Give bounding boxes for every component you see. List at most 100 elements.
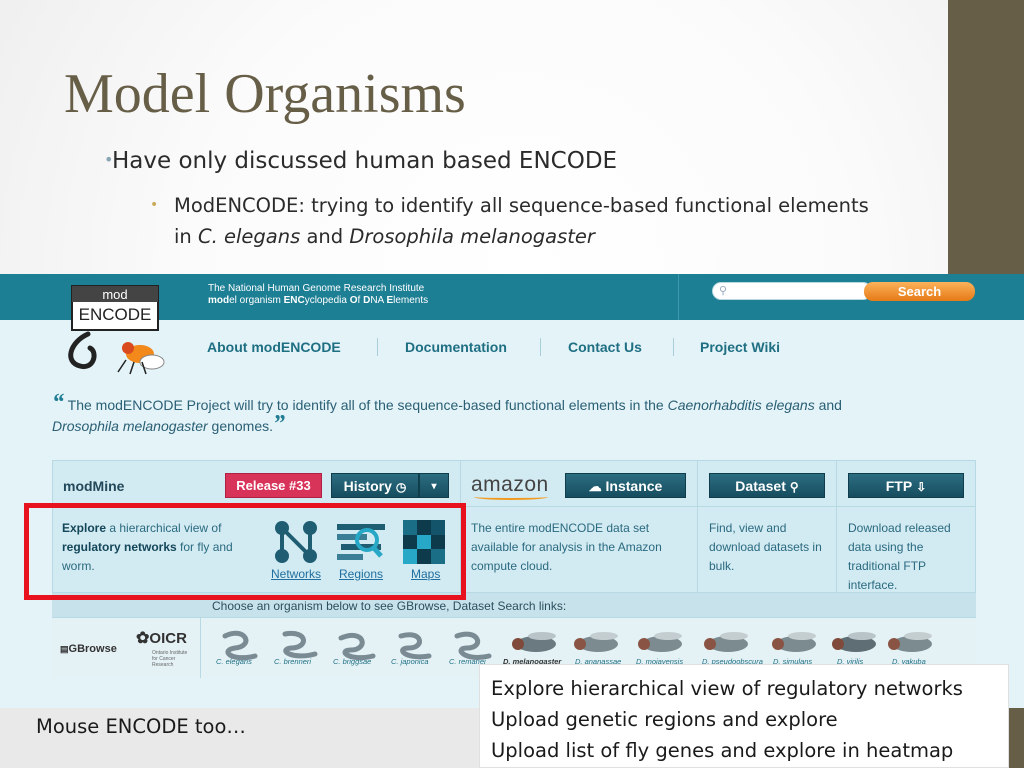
modencode-logo[interactable]: mod ENCODE (60, 282, 170, 378)
highlight-box (24, 503, 466, 600)
logo-bottom-text: ENCODE (79, 305, 152, 324)
amazon-logo: amazon (471, 473, 549, 496)
bottom-strip (0, 708, 479, 768)
oicr-flower-icon: ✿ (136, 630, 150, 647)
mouse-encode-note: Mouse ENCODE too… (36, 715, 246, 738)
header-text: el organism (229, 295, 284, 306)
callout-line: Upload genetic regions and explore (491, 708, 838, 731)
fly-icon[interactable] (568, 626, 628, 666)
worm-icon[interactable] (331, 626, 391, 666)
header-text: f (357, 295, 364, 306)
instance-button[interactable]: ☁ Instance (565, 473, 686, 498)
download-icon: ⇩ (916, 480, 927, 494)
oicr-subtitle: Ontario Institute for Cancer Research (152, 650, 188, 668)
organism-label[interactable]: C. brenneri (274, 657, 312, 666)
site-header-line2: model organism ENCyclopedia Of DNA Eleme… (208, 295, 428, 307)
quote-open-mark: “ (52, 390, 64, 416)
networks-icon[interactable] (272, 520, 320, 564)
worm-icon[interactable] (215, 626, 275, 666)
dataset-description: Find, view and download datasets in bulk… (709, 521, 822, 573)
fly-icon[interactable] (826, 626, 886, 666)
organism-label[interactable]: D. simulans (773, 657, 813, 666)
organism-label[interactable]: D. mojavensis (636, 657, 684, 666)
panel-header-divider (52, 506, 976, 507)
bullet-dot-icon: • (150, 197, 159, 213)
bullet-dot-icon: • (104, 150, 114, 169)
chevron-down-icon: ▾ (431, 481, 437, 492)
fly-icon[interactable] (506, 626, 566, 666)
regions-icon[interactable] (337, 520, 385, 564)
panel-column-divider (836, 460, 837, 592)
ftp-button[interactable]: FTP⇩ (848, 473, 964, 498)
organism-label[interactable]: D. virilis (837, 657, 864, 666)
worm-icon[interactable] (273, 626, 333, 666)
organism-name: C. elegans (197, 225, 301, 248)
header-divider (678, 274, 679, 320)
explore-description: Explore a hierarchical view of regulator… (62, 519, 262, 576)
organism-label[interactable]: D. ananassae (575, 657, 622, 666)
nav-documentation[interactable]: Documentation (405, 339, 507, 355)
callout-line: Explore hierarchical view of regulatory … (491, 677, 963, 700)
quote-close-mark: ” (273, 411, 286, 437)
ftp-description: Download released data using the traditi… (848, 521, 951, 592)
search-icon: ⚲ (719, 285, 728, 297)
organism-name: Drosophila melanogaster (349, 225, 595, 248)
bullet-level1-text: Have only discussed human based ENCODE (112, 148, 618, 174)
gbrowse-logo[interactable]: ▤GBrowse (60, 643, 117, 655)
organism-label[interactable]: C. elegans (216, 657, 252, 666)
nav-separator (377, 338, 378, 356)
ftp-label: FTP (885, 478, 913, 494)
quote-text: genomes. (207, 418, 274, 434)
explore-text: for fly and worm. (62, 540, 233, 573)
fly-icon[interactable] (698, 626, 758, 666)
organism-label[interactable]: C. remanei (449, 657, 486, 666)
fly-icon[interactable] (632, 626, 692, 666)
networks-link[interactable]: Networks (271, 567, 322, 581)
worm-icon[interactable] (447, 626, 507, 666)
organism-label[interactable]: D. pseudoobscura (702, 657, 763, 666)
bullet-level2: • ModENCODE: trying to identify all seque… (150, 190, 874, 252)
oicr-label: OICR (149, 630, 187, 647)
callout-box: Explore hierarchical view of regulatory … (479, 664, 1009, 768)
maps-link[interactable]: Maps (411, 567, 441, 581)
site-header-line1: The National Human Genome Research Insti… (208, 283, 425, 294)
organism-label[interactable]: D. melanogaster (503, 657, 562, 666)
search-input[interactable]: ⚲ (712, 282, 872, 300)
nav-separator (540, 338, 541, 356)
organism-label[interactable]: C. japonica (391, 657, 429, 666)
dataset-label: Dataset (735, 478, 786, 494)
instance-label: Instance (605, 478, 663, 494)
cloud-icon: ☁ (588, 479, 602, 494)
organism-label[interactable]: D. yakuba (892, 657, 926, 666)
explore-bold: Explore (62, 521, 107, 535)
callout-line: Upload list of fly genes and explore in … (491, 739, 954, 762)
oicr-logo: ✿OICR (136, 628, 187, 648)
heatmap-icon[interactable] (403, 520, 445, 564)
gbrowse-label: GBrowse (68, 643, 117, 655)
history-button[interactable]: History◷ (331, 473, 419, 498)
explore-text: a hierarchical view of (106, 521, 222, 535)
worm-icon[interactable] (389, 626, 449, 666)
header-text: yclopedia (304, 295, 350, 306)
bullet-level2-and: and (300, 225, 350, 248)
history-dropdown-button[interactable]: ▾ (419, 473, 449, 498)
search-icon: ⚲ (789, 480, 799, 494)
amazon-smile-icon (474, 494, 548, 500)
header-bold: ENC (283, 295, 305, 306)
nav-contact[interactable]: Contact Us (568, 339, 642, 355)
fly-icon[interactable] (882, 626, 942, 666)
header-bold: mod (208, 295, 230, 306)
header-text: lements (393, 295, 429, 306)
dataset-button[interactable]: Dataset⚲ (709, 473, 825, 498)
header-bold: O (349, 295, 358, 306)
nav-about[interactable]: About modENCODE (207, 339, 341, 355)
clock-icon: ◷ (395, 480, 407, 494)
regions-link[interactable]: Regions (339, 567, 384, 581)
nav-project-wiki[interactable]: Project Wiki (700, 339, 781, 355)
bullet-level2-text: ModENCODE: trying to identify all sequen… (174, 194, 869, 248)
fly-icon[interactable] (766, 626, 826, 666)
organism-label[interactable]: C. briggsae (333, 657, 372, 666)
search-button[interactable]: Search (864, 282, 975, 301)
organism-divider (200, 618, 201, 678)
release-button[interactable]: Release #33 (225, 473, 322, 498)
